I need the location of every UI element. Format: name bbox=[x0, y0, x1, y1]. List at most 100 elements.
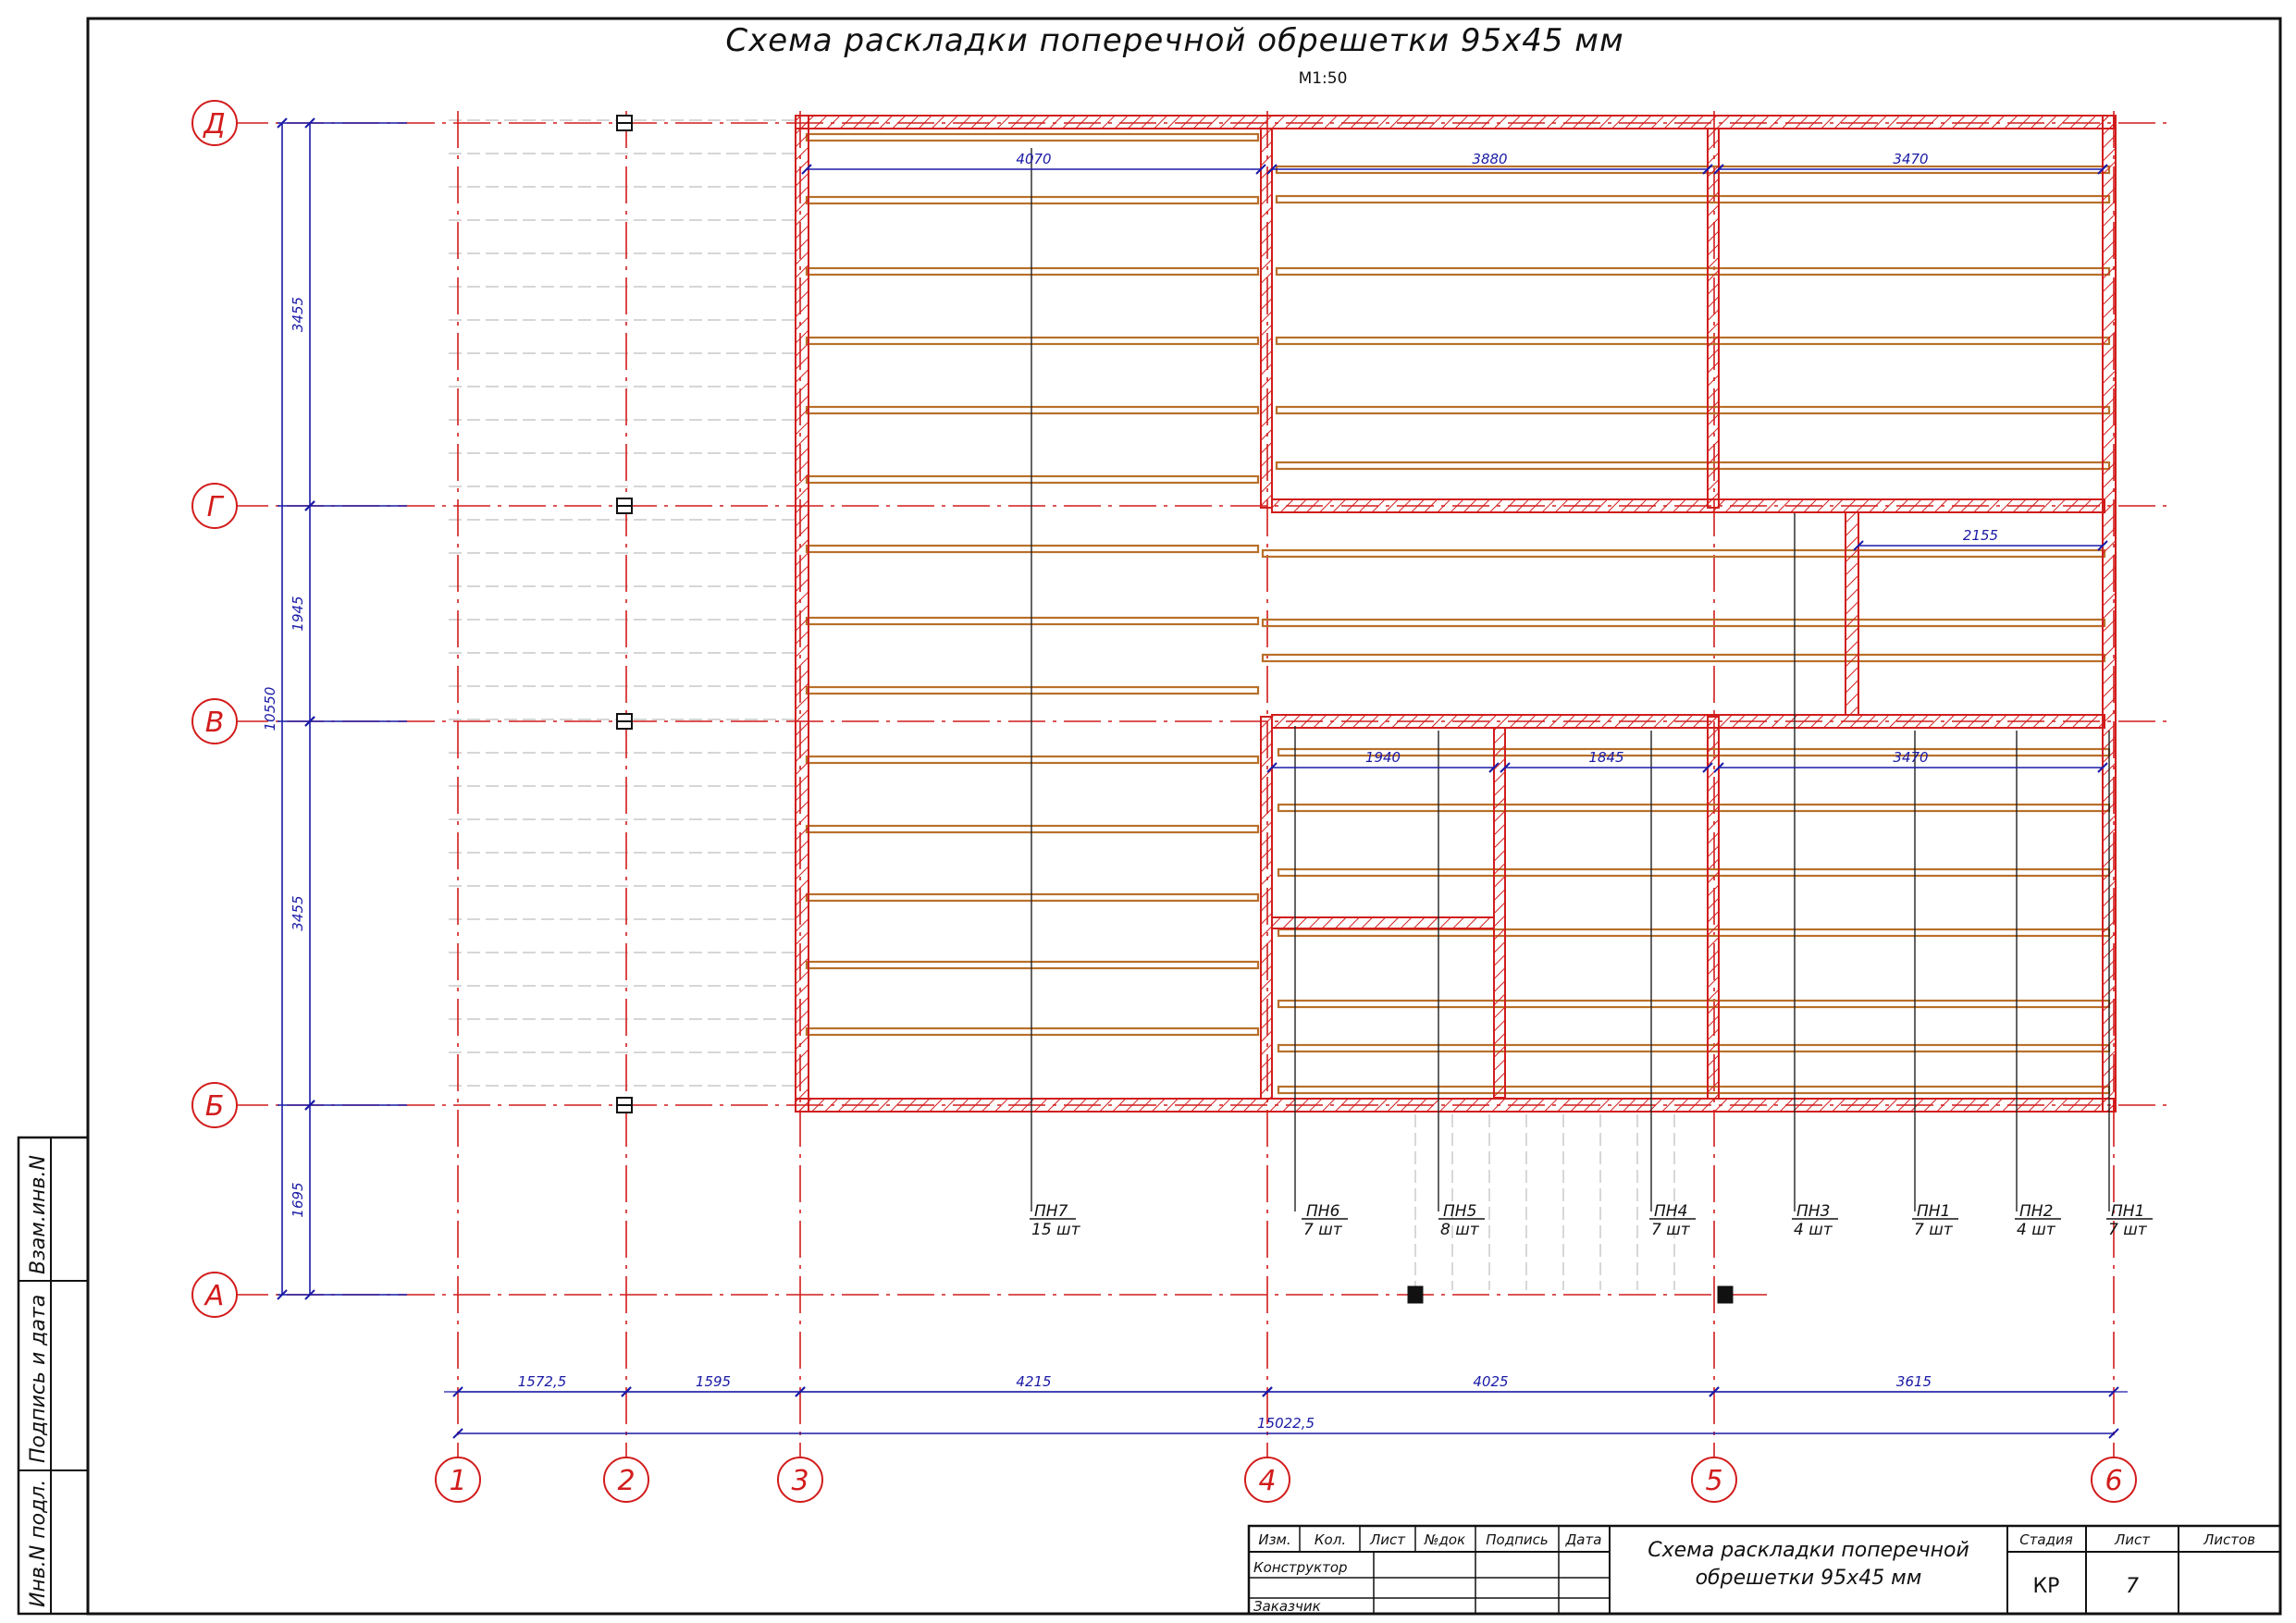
stamp-header-date: Дата bbox=[1565, 1531, 1602, 1548]
axis-bubble-row bbox=[191, 1272, 238, 1318]
leaders-layer bbox=[1031, 148, 2110, 1211]
dim-lower-room-2-tick bbox=[2097, 762, 2108, 773]
dim-top-room-2-tick bbox=[2097, 164, 2108, 175]
stamp-sheets-label: Листов bbox=[2203, 1531, 2255, 1548]
axis-label-row: Г bbox=[207, 491, 225, 523]
wall bbox=[1271, 916, 1495, 929]
axis-label-row: В bbox=[205, 707, 225, 739]
stamp-sheet-label: Лист bbox=[2114, 1531, 2151, 1548]
batten bbox=[805, 616, 1260, 626]
wall bbox=[1260, 716, 1273, 1100]
axis-bubble-col bbox=[1244, 1457, 1290, 1503]
batten bbox=[1275, 266, 2111, 277]
mark-qty: 7 шт bbox=[1914, 1221, 1954, 1239]
axis-lines-layer bbox=[231, 111, 2169, 1457]
side-stamp-sign: Подпись и дата bbox=[27, 1295, 50, 1463]
dim-left-1-label: 1945 bbox=[290, 596, 306, 631]
batten bbox=[805, 336, 1260, 346]
dim-lower-room-2-label: 3470 bbox=[1893, 749, 1928, 766]
batten bbox=[1275, 405, 2111, 415]
batten bbox=[1277, 1085, 2111, 1095]
post-square-filled bbox=[1407, 1285, 1424, 1304]
dim-top-room-0-tick bbox=[801, 164, 812, 175]
mark-name: ПН1 bbox=[2111, 1202, 2144, 1221]
ghost-grid-layer bbox=[449, 119, 1675, 1290]
dim-lower-room-2-tick bbox=[1713, 762, 1724, 773]
stamp-stage-value: КР bbox=[2033, 1575, 2060, 1598]
axis-label-col: 1 bbox=[449, 1465, 466, 1497]
batten bbox=[805, 824, 1260, 834]
batten bbox=[1275, 336, 2111, 346]
axis-label-col: 4 bbox=[1258, 1465, 1276, 1497]
batten bbox=[1277, 928, 2111, 938]
wall bbox=[795, 115, 809, 1113]
mark-name: ПН7 bbox=[1034, 1202, 1068, 1221]
wall bbox=[1707, 128, 1720, 509]
axis-label-col: 5 bbox=[1705, 1465, 1722, 1497]
dim-bottom-total-label: 15022,5 bbox=[1257, 1415, 1315, 1432]
batten bbox=[1277, 803, 2111, 813]
dim-bottom-total-tick bbox=[452, 1428, 463, 1439]
mark-name: ПН4 bbox=[1654, 1202, 1687, 1221]
wall bbox=[1271, 714, 2105, 729]
side-stamp: Инв.N подл. Подпись и дата Взам.инв.N bbox=[17, 1136, 90, 1616]
post-square-filled bbox=[1717, 1285, 1734, 1304]
mark-qty: 4 шт bbox=[2017, 1221, 2056, 1239]
axis-label-col: 2 bbox=[617, 1465, 635, 1497]
sheet-title: Схема раскладки поперечной обрешетки 95х… bbox=[725, 22, 1623, 59]
stamp-sheet-value: 7 bbox=[2126, 1575, 2139, 1598]
wall bbox=[1707, 716, 1720, 1100]
axis-label-row: А bbox=[204, 1280, 225, 1312]
dim-lower-room-1-label: 1845 bbox=[1588, 749, 1623, 766]
title-block: Изм. Кол. Лист №док Подпись Дата Констру… bbox=[1247, 1524, 2282, 1616]
batten bbox=[805, 892, 1260, 903]
mark-name: ПН6 bbox=[1306, 1202, 1340, 1221]
walls-layer bbox=[795, 115, 2117, 1113]
batten bbox=[805, 474, 1260, 485]
batten bbox=[805, 405, 1260, 415]
stamp-row-customer: Заказчик bbox=[1253, 1598, 1321, 1615]
axis-label-col: 3 bbox=[791, 1465, 809, 1497]
axis-bubble-row bbox=[191, 698, 238, 744]
axis-bubble-row bbox=[191, 1082, 238, 1128]
batten bbox=[1277, 867, 2111, 878]
wall bbox=[795, 115, 2115, 129]
axis-bubble-col bbox=[603, 1457, 649, 1503]
axis-bubble-row bbox=[191, 100, 238, 146]
sheet-frame bbox=[86, 17, 2282, 1616]
stamp-header-izm: Изм. bbox=[1258, 1531, 1290, 1548]
dim-bottom-3-label: 4025 bbox=[1473, 1373, 1508, 1390]
dim-top-room-1-tick bbox=[1266, 164, 1278, 175]
wall bbox=[1493, 727, 1506, 1099]
batten bbox=[1277, 1043, 2111, 1053]
dim-left-3-label: 1695 bbox=[290, 1182, 306, 1217]
dim-top-room-2-label: 3470 bbox=[1893, 151, 1928, 167]
stamp-header-list: Лист bbox=[1369, 1531, 1406, 1548]
dim-mid-right-tick bbox=[1853, 540, 1864, 551]
dim-bottom-4-label: 3615 bbox=[1896, 1373, 1932, 1390]
axis-bubble-row bbox=[191, 483, 238, 529]
wall bbox=[1845, 511, 1859, 716]
dim-mid-right-tick bbox=[2097, 540, 2108, 551]
batten bbox=[1261, 618, 2106, 628]
dim-top-room-1-tick bbox=[1702, 164, 1713, 175]
dim-bottom-total-tick bbox=[2108, 1428, 2119, 1439]
batten bbox=[805, 195, 1260, 205]
dim-left-0-label: 3455 bbox=[290, 297, 306, 332]
sheet-scale: М1:50 bbox=[1299, 69, 1348, 88]
wall bbox=[1260, 128, 1273, 509]
mark-name: ПН3 bbox=[1796, 1202, 1830, 1221]
dim-mid-right-label: 2155 bbox=[1963, 527, 1998, 544]
batten bbox=[805, 960, 1260, 970]
batten bbox=[1277, 747, 2111, 757]
mark-qty: 8 шт bbox=[1440, 1221, 1480, 1239]
mark-name: ПН1 bbox=[1917, 1202, 1950, 1221]
stamp-row-designer: Конструктор bbox=[1253, 1559, 1348, 1576]
axis-bubble-col bbox=[435, 1457, 481, 1503]
axis-label-row: Б bbox=[205, 1090, 225, 1123]
stamp-header-ndoc: №док bbox=[1424, 1531, 1465, 1548]
dim-left-total-label: 10550 bbox=[262, 687, 278, 732]
